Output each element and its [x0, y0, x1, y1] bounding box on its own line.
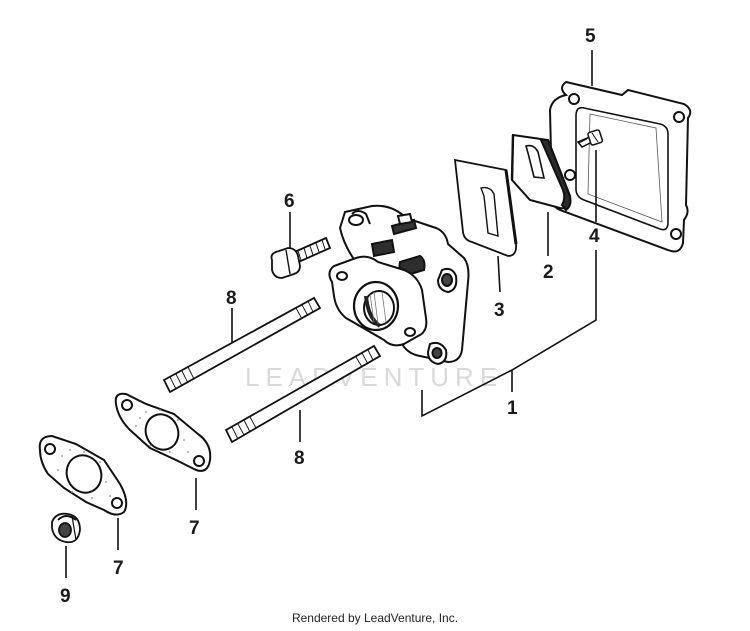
part-8-stud-upper	[162, 296, 322, 394]
part-3-reed-petal	[453, 158, 518, 257]
footer-credit: Rendered by LeadVenture, Inc.	[291, 611, 459, 625]
part-7-gasket-middle	[114, 392, 212, 472]
callout-9: 9	[60, 586, 71, 607]
part-5-cover-plate	[548, 80, 692, 253]
part-1-reed-valve-body	[328, 204, 470, 366]
callout-7-middle-gasket: 7	[189, 518, 200, 539]
callout-3: 3	[494, 300, 505, 321]
callout-2: 2	[543, 262, 554, 283]
callout-1: 1	[507, 398, 518, 419]
part-6-bolt	[270, 236, 332, 279]
callout-7-front-gasket: 7	[113, 558, 124, 579]
callout-5: 5	[585, 26, 596, 47]
callout-8-upper-stud: 8	[226, 288, 237, 309]
callout-6: 6	[284, 191, 295, 212]
part-8-stud-lower	[224, 344, 382, 444]
part-7-gasket-front	[38, 434, 128, 516]
watermark-text: LEADVENTURE	[245, 362, 503, 392]
callout-4: 4	[589, 226, 600, 247]
part-9-nut	[51, 512, 81, 544]
leader-lines	[65, 50, 597, 578]
callout-8-lower-stud: 8	[294, 448, 305, 469]
part-2-reed-stopper	[510, 133, 572, 212]
part-4-screw	[576, 129, 604, 148]
